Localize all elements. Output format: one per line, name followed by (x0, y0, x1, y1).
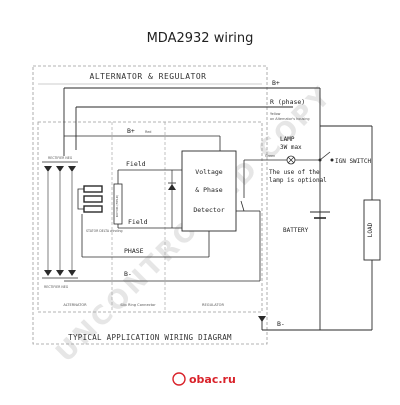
ign-switch-blade (319, 151, 331, 161)
regulator-switch-blade (240, 200, 245, 212)
alternator-box-label: ALTERNATOR & REGULATOR (90, 72, 207, 81)
phase-label: PHASE (124, 247, 144, 255)
diode-bottom-2 (56, 270, 64, 276)
field-bottom-label: Field (128, 218, 148, 226)
lamp-label-2: 3W max (280, 144, 302, 151)
lamp-label-1: LAMP (280, 136, 295, 143)
section-alternator-label: ALTERNATOR (63, 303, 87, 307)
bminus-label: B- (277, 320, 285, 328)
lamp-note-1: The use of the (269, 169, 320, 176)
stator-winding-3 (83, 205, 103, 213)
stator-winding-1 (83, 185, 103, 193)
lamp-icon-cross-2 (287, 156, 295, 164)
regulator-title-3: Detector (193, 206, 224, 214)
footer-label: TYPICAL APPLICATION WIRING DIAGRAM (68, 333, 232, 342)
r-phase-note-2: on Alternator's housing (270, 117, 310, 121)
diode-top-1 (44, 166, 52, 172)
inner-bplus-label: B+ (127, 127, 135, 135)
brand-logo-text: obac.ru (189, 373, 236, 386)
section-slip-ring-label: Slip Ring Connector (120, 303, 156, 307)
inner-bminus-label: B- (124, 270, 132, 278)
rectifier-top-label: RECTIFIER NEG (48, 156, 73, 160)
r-phase-note-1: Yellow (270, 112, 281, 116)
regulator-diode (168, 184, 176, 190)
diode-top-2 (56, 166, 64, 172)
regulator-title-1: Voltage (195, 168, 222, 176)
battery-label: BATTERY (283, 227, 309, 234)
rectifier-bottom-label: RECTIFIER NEG (44, 285, 69, 289)
diode-bottom-3 (68, 270, 76, 276)
load-label: LOAD (367, 222, 374, 237)
diode-top-3 (68, 166, 76, 172)
ign-switch-label: IGN SWITCH (335, 158, 372, 165)
outer-frame (32, 65, 268, 345)
bplus-label: B+ (272, 79, 280, 87)
regulator-title-2: & Phase (195, 186, 222, 194)
r-phase-label: R (phase) (270, 98, 305, 106)
ign-switch-contact-2 (330, 158, 334, 162)
stator-winding-2 (83, 195, 103, 203)
field-top-label: Field (126, 160, 146, 168)
lamp-note-2: lamp is optional (269, 177, 327, 184)
brand-logo-icon (172, 372, 186, 386)
lamp-wire-label: Green (265, 154, 275, 158)
stator-label: STATOR DELTA winding (86, 229, 123, 233)
rotor-label: ROTOR (FIELD) (115, 195, 119, 218)
diode-bottom-1 (44, 270, 52, 276)
diagram-title: MDA2932 wiring (147, 31, 254, 46)
section-regulator-label: REGULATOR (202, 303, 224, 307)
inner-bplus-note: Red (145, 130, 151, 134)
ground-terminal (258, 316, 266, 322)
stator-loop (77, 188, 84, 210)
alternator-regulator-box (37, 121, 263, 313)
